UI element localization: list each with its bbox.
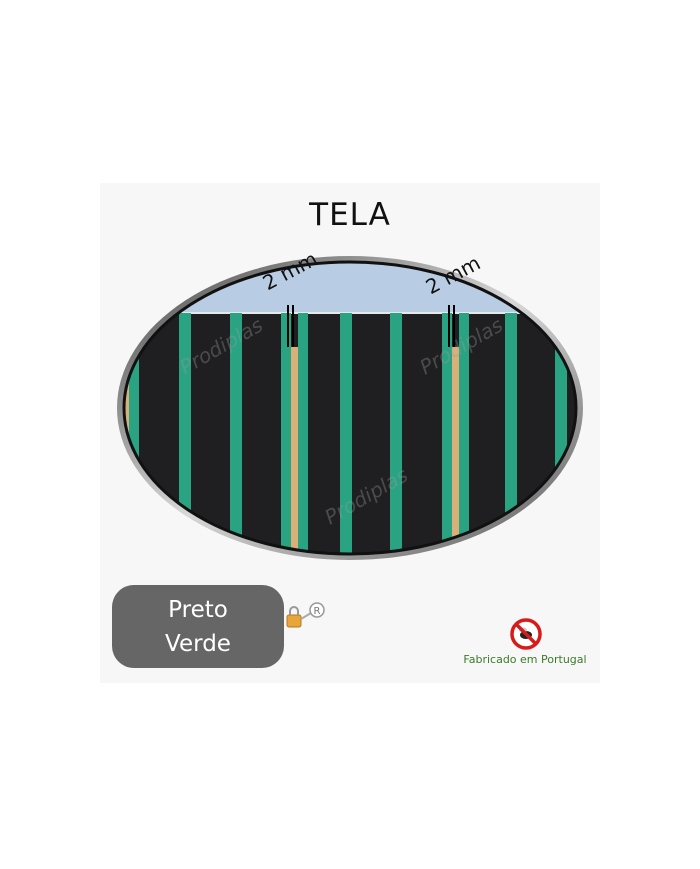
- color-option: Preto: [168, 597, 228, 623]
- fabric-magnifier: Prodiplas Prodiplas Prodiplas 2 mm 2 mm: [115, 247, 585, 561]
- color-option: Verde: [165, 631, 231, 657]
- product-panel: TELA: [100, 183, 600, 683]
- fabric-illustration: Prodiplas Prodiplas Prodiplas: [117, 256, 583, 560]
- svg-text:R: R: [314, 606, 321, 617]
- made-in-label: Fabricado em Portugal: [463, 653, 587, 666]
- page-title: TELA: [309, 197, 391, 233]
- registered-lock-icon: R: [286, 602, 325, 628]
- color-options-box: Preto Verde: [112, 585, 284, 668]
- no-fly-icon: [510, 618, 542, 650]
